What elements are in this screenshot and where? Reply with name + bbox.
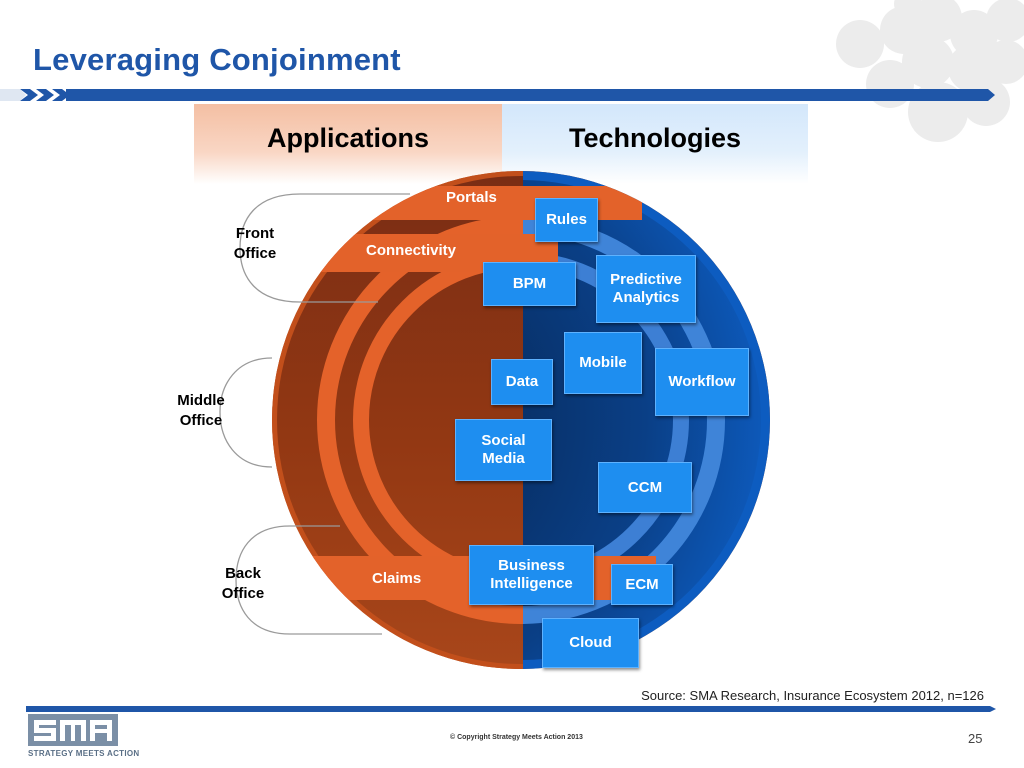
source-note: Source: SMA Research, Insurance Ecosyste… [641,688,984,703]
sma-logo-mark [28,714,118,746]
predictive-analytics-box: Predictive Analytics [596,255,696,323]
portals-label: Portals [446,189,497,206]
back-office-text: Back Office [221,565,265,602]
middle-office-label: Middle Office [161,391,241,431]
social-media-box: Social Media [455,419,552,481]
technologies-header-label: Technologies [568,123,742,153]
workflow-box: Workflow [655,348,749,416]
technologies-ring-inner [523,252,689,588]
header-divider-bar [0,89,995,101]
applications-header-label: Applications [266,123,429,153]
page-number: 25 [968,731,983,746]
technologies-header: Technologies [502,104,808,184]
rules-box: Rules [535,198,598,242]
back-office-label: Back Office [203,564,283,604]
ecm-box: ECM [611,564,673,605]
chevron-arrows-icon [20,89,70,101]
copyright-text: © Copyright Strategy Meets Action 2013 [450,734,583,741]
mobile-box: Mobile [564,332,642,394]
bpm-box: BPM [483,262,576,306]
technologies-ring-outer [523,216,725,624]
applications-header: Applications [194,104,502,184]
sma-tagline: STRATEGY MEETS ACTION [28,749,140,758]
applications-ring-outer [317,216,523,624]
office-brackets [219,193,410,635]
page-title: Leveraging Conjoinment [33,42,401,77]
ccm-box: CCM [598,462,692,513]
back-office-bracket [235,525,382,635]
decorative-circles [836,0,1024,142]
middle-office-text: Middle Office [177,392,225,429]
middle-office-bracket [219,357,273,468]
claims-band [272,556,656,600]
front-office-text: Front Office [233,225,277,262]
footer-divider-bar [26,706,996,712]
front-office-bracket [239,193,410,303]
front-office-label: Front Office [215,224,295,264]
business-intelligence-box: Business Intelligence [469,545,594,605]
cloud-box: Cloud [542,618,639,668]
sma-logo [28,714,118,753]
connectivity-label: Connectivity [366,242,457,259]
data-box: Data [491,359,553,405]
claims-label: Claims [372,570,422,587]
